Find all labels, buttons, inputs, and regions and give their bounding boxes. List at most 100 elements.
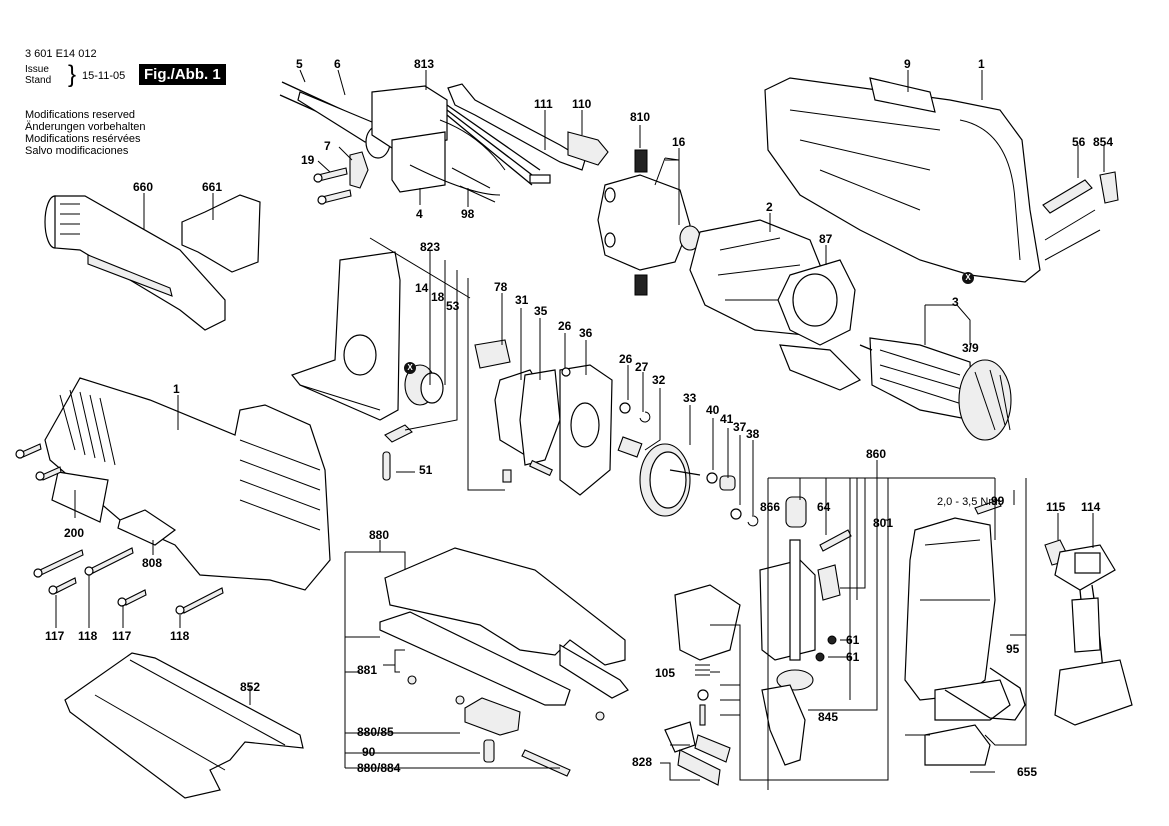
part-label: 99 xyxy=(991,494,1005,508)
part-label: 105 xyxy=(655,666,676,680)
part-label: 823 xyxy=(420,240,441,254)
part-label: 810 xyxy=(630,110,651,124)
part-label: 117 xyxy=(45,629,65,643)
part-label: 880/85 xyxy=(357,725,394,739)
part-label: 26 xyxy=(558,319,572,333)
issue-labels: Issue Stand xyxy=(25,64,51,86)
part-label: 90 xyxy=(362,745,376,759)
part-label: 660 xyxy=(133,180,154,194)
part-label: 98 xyxy=(461,207,475,221)
part-label: 3/9 xyxy=(962,341,979,355)
part-label: 18 xyxy=(431,290,445,304)
electronics-module-part xyxy=(1044,539,1133,726)
pin-51-part xyxy=(382,451,391,481)
stand-label: Stand xyxy=(25,75,52,86)
part-label: 26 xyxy=(619,352,633,366)
part-label: 51 xyxy=(419,463,433,477)
extraction-adapter-part xyxy=(44,195,226,331)
part-label: 115 xyxy=(1046,500,1066,514)
modifications-notice: Modifications reserved Änderungen vorbeh… xyxy=(25,109,145,157)
part-label: 6 xyxy=(334,57,341,71)
part-label: 19 xyxy=(301,153,315,167)
part-label: 111 xyxy=(534,97,553,111)
part-label: 9 xyxy=(904,57,911,71)
part-label: 41 xyxy=(720,412,734,426)
part-label: 118 xyxy=(170,629,190,643)
base-plate-cover-part xyxy=(64,652,304,799)
torque-note: 2,0 - 3,5 Nm xyxy=(937,496,998,508)
part-label: 801 xyxy=(873,516,894,530)
part-label: 16 xyxy=(672,135,686,149)
part-label: 1 xyxy=(173,382,180,396)
label-808-part xyxy=(117,509,177,546)
slide-button-part xyxy=(567,131,609,166)
part-label: 35 xyxy=(534,304,548,318)
part-label: 2 xyxy=(766,200,773,214)
knob-pair xyxy=(1042,171,1119,241)
part-label: 828 xyxy=(632,755,653,769)
label-plate-part xyxy=(869,77,936,113)
mod-line-fr: Modifications resérvées xyxy=(25,133,141,145)
lever-part xyxy=(446,83,586,186)
part-label: 118 xyxy=(78,629,98,643)
brace-symbol: } xyxy=(68,61,77,88)
reference-marker-x: X xyxy=(404,362,416,374)
armature-part xyxy=(859,337,1012,441)
pin-small-part xyxy=(529,459,553,477)
front-housing-part xyxy=(904,499,1011,766)
mod-line-en: Modifications reserved xyxy=(25,109,136,121)
part-label: 87 xyxy=(819,232,833,246)
fan-baffle-part xyxy=(777,259,862,391)
gear-case-part xyxy=(559,364,613,496)
washer-37-part xyxy=(730,508,742,520)
part-label: 813 xyxy=(414,57,435,71)
part-label: 33 xyxy=(683,391,697,405)
part-label: 110 xyxy=(572,97,592,111)
part-label: 14 xyxy=(415,281,429,295)
part-label: 661 xyxy=(202,180,223,194)
part-label: 4 xyxy=(416,207,423,221)
gear-housing-part xyxy=(291,251,401,421)
clamp-part xyxy=(349,151,369,189)
part-label: 95 xyxy=(1006,642,1020,656)
slider-block-part xyxy=(474,339,511,369)
part-label: 38 xyxy=(746,427,760,441)
retaining-ring-part xyxy=(420,372,444,404)
label-200-part xyxy=(51,471,109,523)
document-number: 3 601 E14 012 xyxy=(25,48,97,60)
part-label: 61 xyxy=(846,633,860,647)
wire-lead-part xyxy=(451,167,496,203)
part-label: 114 xyxy=(1081,500,1101,514)
circlip-part xyxy=(639,411,651,423)
part-label: 27 xyxy=(635,360,649,374)
part-label: 860 xyxy=(866,447,887,461)
gear-wheel-part xyxy=(639,443,701,517)
roller-guide-part xyxy=(664,584,741,786)
part-label: 880/884 xyxy=(357,761,401,775)
part-label: 3 xyxy=(952,295,959,309)
part-label: 7 xyxy=(324,139,331,153)
sleeve-part xyxy=(502,469,512,483)
part-label: 200 xyxy=(64,526,85,540)
figure-badge: Fig./Abb. 1 xyxy=(139,64,226,85)
part-label: 78 xyxy=(494,280,508,294)
part-label: 1 xyxy=(978,57,985,71)
wire-95-part xyxy=(944,667,1026,721)
screw-pair xyxy=(313,167,352,205)
plunger-assembly-part xyxy=(759,496,852,766)
part-label: 31 xyxy=(515,293,529,307)
leader-lines xyxy=(55,69,1105,790)
washer-part xyxy=(619,402,631,414)
washer-26-part xyxy=(561,367,571,377)
part-label: 61 xyxy=(846,650,860,664)
mod-line-de: Änderungen vorbehalten xyxy=(25,121,146,133)
part-label: 64 xyxy=(817,500,831,514)
part-label: 53 xyxy=(446,299,460,313)
part-label: 808 xyxy=(142,556,163,570)
part-label: 845 xyxy=(818,710,839,724)
protective-cap-part xyxy=(181,194,261,273)
part-label: 866 xyxy=(760,500,781,514)
issue-date: 15-11-05 xyxy=(82,70,126,82)
part-label: 881 xyxy=(357,663,378,677)
